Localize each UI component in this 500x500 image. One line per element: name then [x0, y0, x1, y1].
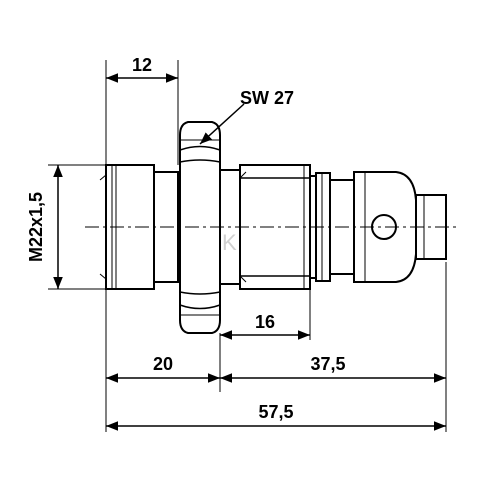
- wrench-size-label: SW 27: [240, 88, 294, 108]
- dim-label-57-5: 57,5: [258, 402, 293, 422]
- dim-label-20: 20: [153, 354, 173, 374]
- sw-leader: [199, 103, 245, 145]
- thread-spec-label: M22x1,5: [26, 192, 46, 262]
- nipple-tip: [415, 194, 447, 260]
- dim-label-37-5: 37,5: [310, 354, 345, 374]
- watermark-logo: K: [222, 230, 237, 255]
- extension-lines: [48, 60, 447, 432]
- groove-sleeve: [309, 172, 355, 282]
- hex-nut: [179, 121, 221, 334]
- dim-label-12: 12: [132, 55, 152, 75]
- right-body: [239, 164, 311, 290]
- dim-label-16: 16: [255, 312, 275, 332]
